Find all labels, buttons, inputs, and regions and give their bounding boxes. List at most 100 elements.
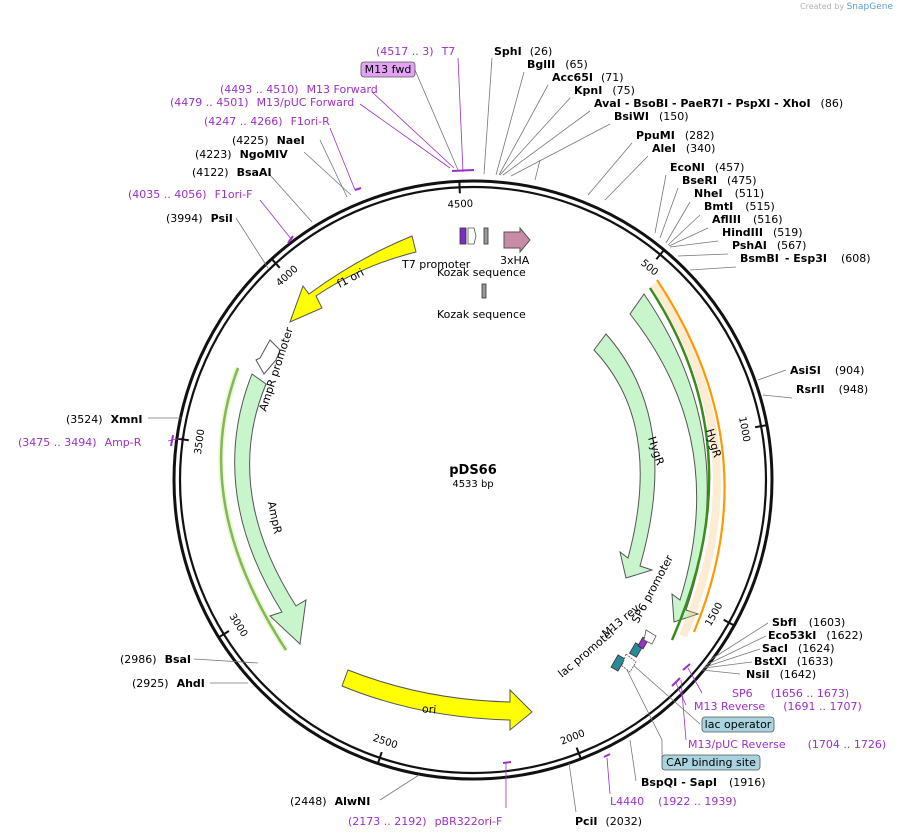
primer-label-p10: L4440(1922 .. 1939): [610, 795, 737, 808]
ha-tag-label: 3xHA: [500, 254, 530, 267]
enzyme-label-e30: (3994)PsiI: [166, 212, 233, 225]
t7-arrow-mark: [467, 227, 477, 245]
kozak-label-1: Kozak sequence: [437, 266, 526, 279]
enzyme-label-e14: HindIII(519): [722, 226, 803, 239]
enzyme-label-e20: Eco53kI(1622): [768, 629, 863, 642]
enzyme-label-e23: NsiI(1642): [746, 668, 816, 681]
enzyme-label-e25: PciI(2032): [575, 815, 642, 828]
enzyme-label-e3: Acc65I(71): [552, 71, 624, 84]
primer-labels: (4517 .. 3)T7 (4493 .. 4510)M13 Forward …: [18, 45, 886, 828]
enzyme-label-e18: RsrII(948): [796, 383, 868, 396]
m13-fwd-box: M13 fwd: [360, 61, 416, 78]
tick-label-4500: 4500: [447, 199, 473, 211]
tick-label-2000: 2000: [559, 728, 587, 747]
enzyme-label-e11: NheI(511): [694, 187, 764, 200]
hygr-inner-arrow: [593, 333, 656, 579]
enzyme-label-e33: (4225)NaeI: [232, 134, 305, 147]
enzyme-leader-lines: [148, 57, 793, 813]
primer-label-p2: (4493 .. 4510)M13 Forward: [220, 83, 378, 96]
ampr-promoter-arrow: [255, 339, 281, 375]
m13-fwd-label: M13 fwd: [365, 63, 412, 76]
enzyme-label-e6: BsiWI(150): [614, 110, 689, 123]
lac-operator-label: lac operator: [705, 718, 772, 731]
primer-leader-lines: [167, 57, 703, 808]
tick-500: [655, 249, 665, 260]
enzyme-label-e28: (2986)BsaI: [120, 653, 191, 666]
tick-label-3000: 3000: [226, 612, 249, 639]
primer-label-p11: (2173 .. 2192)pBR322ori-F: [348, 815, 502, 828]
enzyme-label-e19: SbfI(1603): [772, 616, 845, 629]
lac-promoter-mark: [621, 653, 637, 673]
enzyme-label-e32: (4223)NgoMIV: [195, 148, 288, 161]
enzyme-label-e15: PshAI(567): [732, 239, 806, 252]
enzyme-label-e12: BmtI(515): [704, 200, 775, 213]
f1-ori-arrow: [289, 235, 417, 323]
primer-marks: [170, 169, 691, 764]
tick-1000: [754, 424, 768, 429]
ha-tag-arrow: [503, 226, 531, 254]
tick-label-1000: 1000: [736, 416, 751, 443]
hygr-orf-orange: [656, 279, 726, 633]
enzyme-label-e10: BseRI(475): [682, 174, 757, 187]
enzyme-label-e29: (3524)XmnI: [66, 413, 142, 426]
ori-arrow: [341, 669, 533, 732]
tick-4000: [270, 258, 281, 269]
t7-promoter-label: T7 promoter: [401, 258, 471, 271]
kozak-mark-1: [483, 227, 489, 245]
ori-label: ori: [422, 702, 437, 716]
enzyme-label-e31: (4122)BsaAI: [192, 166, 272, 179]
enzyme-label-e26: (2448)AlwNI: [290, 795, 370, 808]
enzyme-labels: SphI(26) BglII(65) Acc65I(71) KpnI(75) A…: [66, 45, 871, 828]
cap-site-label: CAP binding site: [666, 756, 756, 769]
kozak-mark-2: [481, 283, 487, 299]
hygr-orf-green: [648, 287, 711, 641]
credit-prefix: Created by: [800, 2, 845, 11]
backbone-outer-ring: [172, 179, 774, 781]
enzyme-label-e1: SphI(26): [494, 45, 552, 58]
enzyme-label-e13: AflIII(516): [712, 213, 783, 226]
snapgene-brand: SnapGene: [846, 2, 893, 12]
t7-promoter-mark: [459, 227, 467, 245]
tick-1500: [723, 618, 735, 627]
tick-2500: [376, 751, 383, 764]
backbone-inner-ring: [178, 185, 768, 775]
lac-promoter-label: lac promoter: [556, 625, 619, 681]
primer-label-p5: (4035 .. 4056)F1ori-F: [128, 188, 253, 201]
enzyme-label-e16: BsmBI- Esp3I(608): [740, 252, 871, 265]
enzyme-label-e17: AsiSI(904): [790, 364, 864, 377]
hygr-outer-arrow: [629, 293, 708, 623]
tick-label-500: 500: [638, 258, 660, 279]
cap-site-mark: [610, 654, 626, 672]
enzyme-label-e22: BstXI(1633): [754, 655, 833, 668]
enzyme-label-e8: AleI(340): [652, 142, 715, 155]
tick-label-2500: 2500: [371, 733, 399, 752]
ampr-label: AmpR: [265, 500, 285, 535]
enzyme-label-e21: SacI(1624): [762, 642, 835, 655]
primer-label-p4: (4247 .. 4266)F1ori-R: [204, 115, 330, 128]
enzyme-label-e7: PpuMI(282): [636, 129, 714, 142]
tick-4500: [458, 181, 461, 194]
enzyme-label-e9: EcoNI(457): [670, 161, 744, 174]
sp6-promoter-mark: [643, 629, 657, 645]
enzyme-label-e4: KpnI(75): [574, 84, 635, 97]
enzyme-label-e5: AvaI- BsoBI - PaeR7I - PspXI - XhoI(86): [594, 97, 843, 110]
kozak-label-2: Kozak sequence: [437, 308, 526, 321]
cap-site-box: CAP binding site: [661, 754, 761, 771]
enzyme-label-e2: BglII(65): [527, 58, 588, 71]
tick-label-3500: 3500: [193, 428, 207, 455]
tick-3000: [218, 630, 230, 639]
ampr-arrow: [234, 373, 307, 646]
tick-label-1500: 1500: [704, 601, 726, 629]
primer-label-p6: (3475 .. 3494)Amp-R: [18, 436, 142, 449]
ampr-orf-outline: [219, 367, 288, 651]
primer-label-p8: M13 Reverse(1691 .. 1707): [694, 700, 862, 713]
primer-label-p7: SP6(1656 .. 1673): [732, 687, 849, 700]
tick-2000: [575, 747, 582, 760]
primer-label-p1: (4517 .. 3)T7: [376, 45, 455, 58]
snapgene-credit: Created by SnapGene: [800, 2, 893, 12]
primer-label-p3: (4479 .. 4501)M13/pUC Forward: [170, 96, 354, 109]
enzyme-label-e24: BspQI- SapI(1916): [641, 776, 766, 789]
plasmid-size: 4533 bp: [452, 479, 493, 490]
primer-label-p9: M13/pUC Reverse(1704 .. 1726): [688, 738, 886, 751]
